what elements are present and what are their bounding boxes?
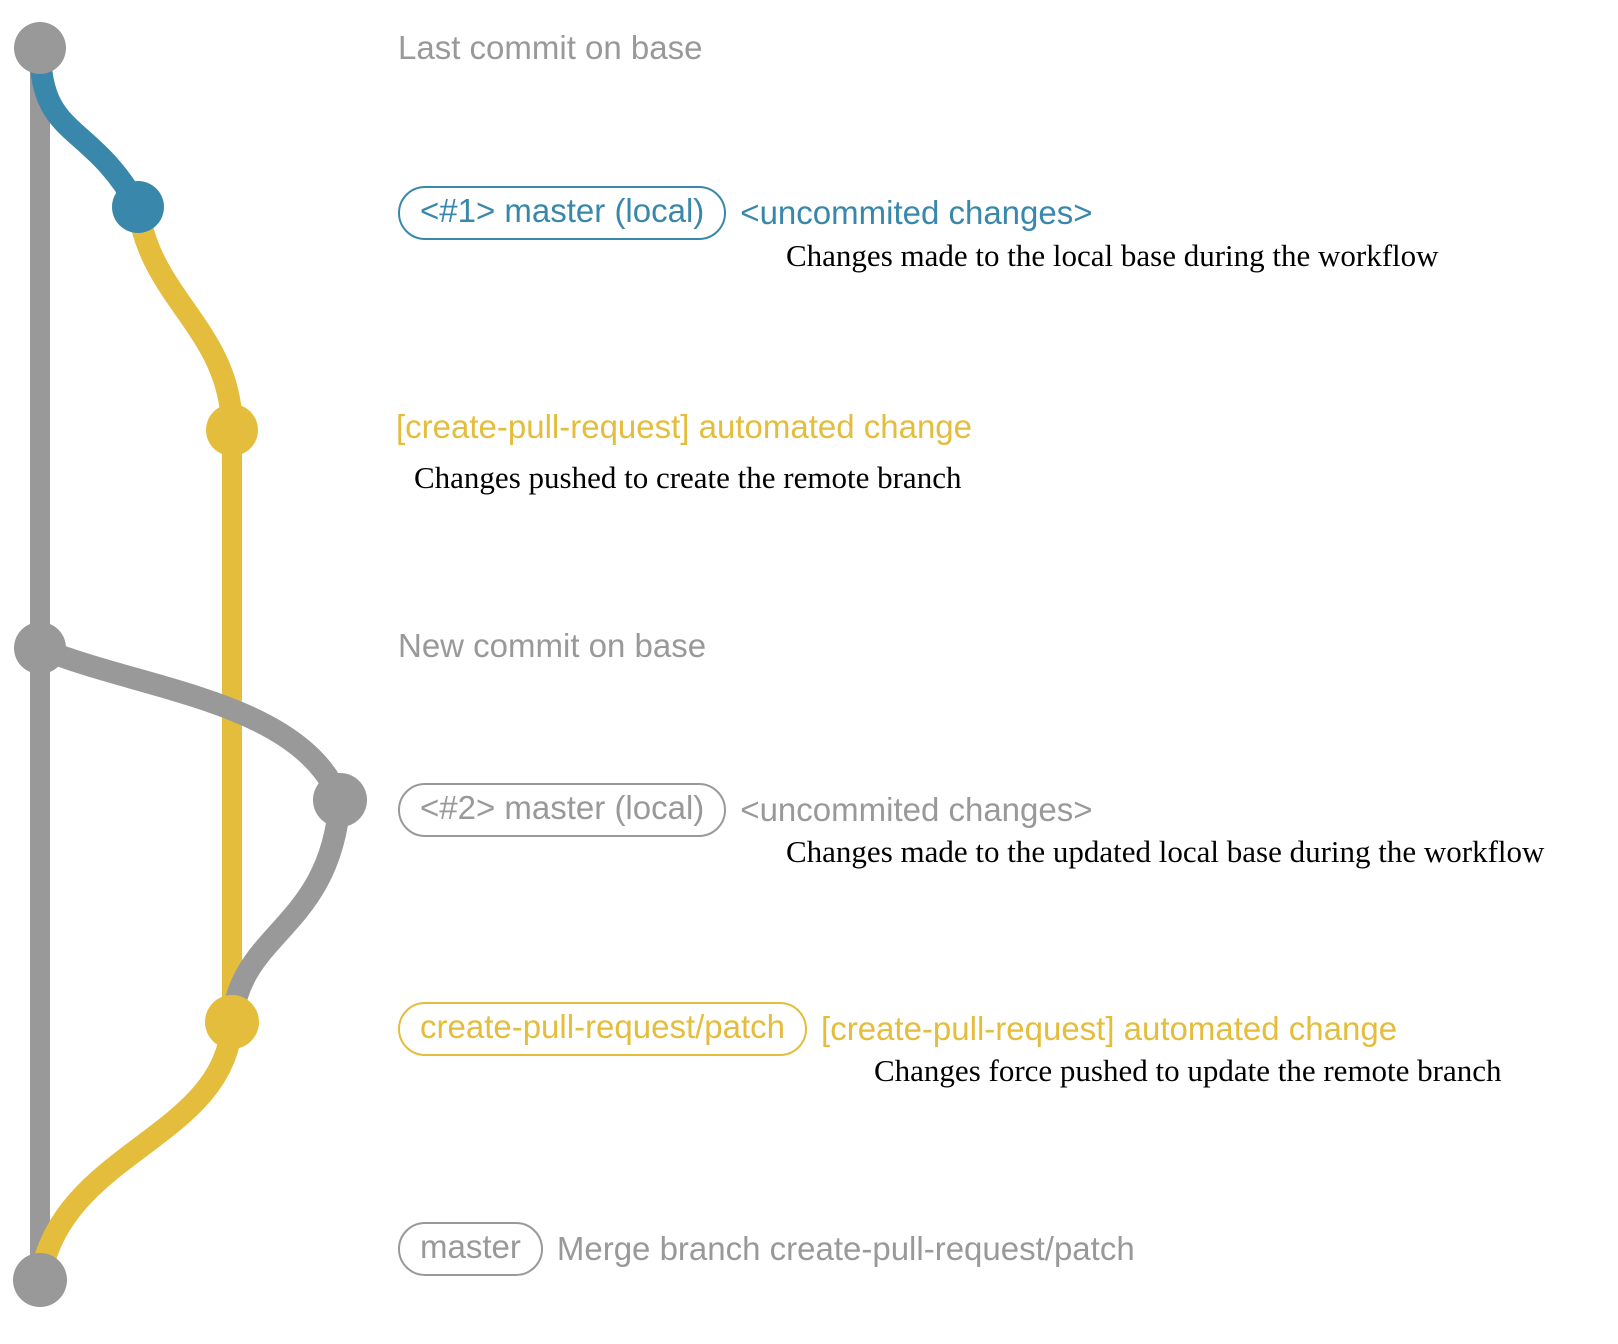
commit-headline: New commit on base [398, 627, 707, 664]
commit-note: Changes made to the updated local base d… [786, 834, 1545, 869]
master-merge-node[interactable] [13, 1253, 67, 1307]
row-last-commit-on-base: Last commit on base [398, 29, 703, 66]
base-head-node[interactable] [14, 22, 66, 74]
branch-pill-master-local-1[interactable]: <#1> master (local) [398, 186, 727, 240]
branch-pill-master[interactable]: master [398, 1222, 543, 1276]
row-new-commit-on-base: New commit on base [398, 627, 707, 664]
commit-subject: [create-pull-request] automated change [821, 1009, 1398, 1047]
commit-subject: <uncommited changes> [740, 193, 1093, 231]
branch-pill-create-pull-request-patch[interactable]: create-pull-request/patch [398, 1002, 808, 1056]
commit-note: Changes pushed to create the remote bran… [414, 460, 962, 495]
row-master-local-2: <#2> master (local) <uncommited changes> [398, 783, 1093, 837]
commit-subject: Merge branch create-pull-request/patch [556, 1229, 1135, 1267]
note-master-local-2: Changes made to the updated local base d… [786, 834, 1545, 869]
local-commit-2-node[interactable] [313, 773, 367, 827]
row-automated-change-2: create-pull-request/patch [create-pull-r… [398, 1002, 1397, 1056]
local-branch-line-2 [29, 637, 351, 811]
label-and-subject: <#1> master (local) <uncommited changes> [398, 186, 1093, 240]
commit-headline: Last commit on base [398, 29, 703, 66]
branch-pill-master-local-2[interactable]: <#2> master (local) [398, 783, 727, 837]
note-master-local-1: Changes made to the local base during th… [786, 238, 1439, 273]
label-and-subject: master Merge branch create-pull-request/… [398, 1222, 1135, 1276]
local-commit-1-node[interactable] [112, 181, 164, 233]
commit-note: Changes force pushed to update the remot… [874, 1053, 1502, 1088]
label-and-subject: <#2> master (local) <uncommited changes> [398, 783, 1093, 837]
note-automated-change-1: Changes pushed to create the remote bran… [414, 460, 962, 495]
row-automated-change-1: [create-pull-request] automated change [396, 408, 973, 445]
local-branch-line-1 [29, 37, 149, 218]
row-master-local-1: <#1> master (local) <uncommited changes> [398, 186, 1093, 240]
row-merge-branch: master Merge branch create-pull-request/… [398, 1222, 1135, 1276]
note-automated-change-2: Changes force pushed to update the remot… [874, 1053, 1502, 1088]
local-to-patch-line [221, 789, 351, 1033]
commit-note: Changes made to the local base during th… [786, 238, 1439, 273]
patch-merge-line [29, 1011, 243, 1291]
label-and-subject: create-pull-request/patch [create-pull-r… [398, 1002, 1397, 1056]
patch-commit-1-node[interactable] [206, 404, 258, 456]
base-new-commit-node[interactable] [14, 622, 66, 674]
patch-branch-line-1 [127, 196, 243, 441]
commit-headline: [create-pull-request] automated change [396, 408, 973, 445]
patch-commit-2-node[interactable] [205, 995, 259, 1049]
commit-subject: <uncommited changes> [740, 790, 1093, 828]
